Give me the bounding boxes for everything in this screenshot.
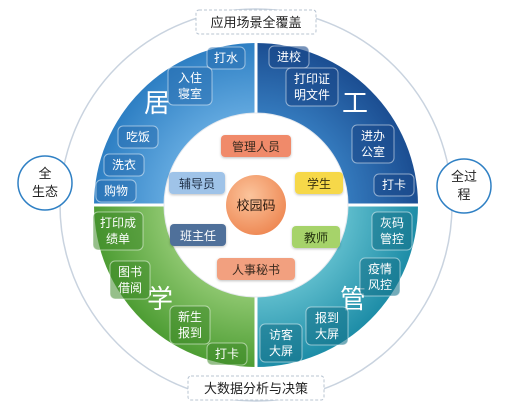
scene-xue-dayinchengjidan: 打印成 绩单: [92, 211, 144, 251]
quadrant-label-gong: 工: [342, 89, 368, 119]
svg-text:打印成: 打印成: [100, 216, 136, 230]
svg-text:绩单: 绩单: [106, 232, 130, 246]
svg-text:洗衣: 洗衣: [112, 157, 136, 172]
top-banner-text: 应用场景全覆盖: [210, 15, 301, 31]
bottom-banner: 大数据分析与决策: [187, 375, 325, 401]
role-teacher: 教师: [292, 226, 340, 248]
scene-gong-daka: 打卡: [373, 173, 415, 197]
left-badge-line2: 生态: [32, 185, 58, 200]
svg-text:进办: 进办: [361, 128, 385, 143]
quadrant-label-ju: 居: [144, 89, 170, 119]
svg-text:打印证: 打印证: [294, 72, 330, 86]
right-badge-line2: 程: [457, 188, 470, 203]
role-hr-secretary: 人事秘书: [217, 258, 295, 280]
svg-text:打水: 打水: [214, 51, 238, 65]
svg-text:打卡: 打卡: [382, 178, 406, 192]
left-badge-line1: 全: [38, 166, 51, 182]
svg-text:寝室: 寝室: [178, 86, 202, 101]
svg-text:进校: 进校: [277, 49, 301, 64]
scene-guan-huimaguankong: 灰码 管控: [371, 211, 413, 251]
scene-ju-xiyi: 洗衣: [103, 153, 145, 177]
svg-text:教师: 教师: [304, 230, 328, 245]
scene-gong-dayinzhengming: 打印证 明文件: [285, 67, 339, 107]
role-class-teacher: 班主任: [170, 224, 226, 246]
scene-guan-yiqingfengkong: 疫情 风控: [359, 257, 401, 297]
right-badge-line1: 全过: [451, 169, 477, 185]
svg-text:入住: 入住: [178, 71, 202, 85]
svg-text:管理人员: 管理人员: [232, 139, 280, 154]
svg-text:辅导员: 辅导员: [179, 177, 215, 191]
svg-text:灰码: 灰码: [380, 216, 404, 230]
svg-text:访客: 访客: [269, 327, 293, 342]
svg-text:报到: 报到: [178, 325, 202, 340]
center-label: 校园码: [236, 198, 275, 214]
svg-text:打卡: 打卡: [215, 347, 239, 361]
bottom-banner-text: 大数据分析与决策: [204, 381, 308, 397]
svg-text:管控: 管控: [380, 231, 404, 246]
scene-guan-baodaodaping: 报到 大屏: [305, 306, 349, 346]
scene-xue-daka: 打卡: [206, 342, 248, 366]
svg-text:图书: 图书: [118, 265, 142, 279]
role-student: 学生: [295, 172, 343, 194]
scene-xue-xinshengbaodao: 新生 报到: [169, 305, 211, 345]
scene-gong-jinxiao: 进校: [268, 45, 310, 69]
center-circle: [226, 175, 286, 235]
svg-text:风控: 风控: [368, 278, 392, 292]
scene-xue-tushujieyue: 图书 借阅: [109, 260, 151, 300]
role-counselor: 辅导员: [169, 172, 225, 194]
scene-ju-chifan: 吃饭: [117, 125, 159, 149]
scene-ju-dashui: 打水: [206, 46, 246, 70]
scene-ju-gouwu: 购物: [95, 179, 137, 203]
right-badge: 全过 程: [436, 158, 492, 214]
scene-gong-jinbangongshi: 进办 公室: [351, 124, 395, 164]
quadrant-label-xue: 学: [147, 285, 173, 315]
svg-text:借阅: 借阅: [118, 281, 142, 295]
top-banner: 应用场景全覆盖: [195, 9, 317, 35]
svg-text:购物: 购物: [104, 183, 128, 198]
svg-text:公室: 公室: [361, 144, 385, 159]
svg-text:疫情: 疫情: [368, 261, 392, 276]
left-badge: 全 生态: [17, 155, 73, 211]
scene-ju-ruzhu: 入住 寝室: [167, 66, 213, 106]
svg-text:吃饭: 吃饭: [126, 130, 150, 144]
svg-text:大屏: 大屏: [269, 344, 293, 358]
svg-text:新生: 新生: [178, 309, 202, 324]
scene-guan-fangkedaping: 访客 大屏: [259, 323, 303, 363]
svg-text:报到: 报到: [315, 310, 339, 325]
role-manager: 管理人员: [221, 135, 291, 157]
svg-text:学生: 学生: [307, 176, 331, 191]
svg-text:班主任: 班主任: [180, 229, 216, 243]
svg-text:明文件: 明文件: [294, 87, 330, 102]
svg-text:人事秘书: 人事秘书: [232, 263, 280, 277]
svg-text:大屏: 大屏: [315, 327, 339, 341]
